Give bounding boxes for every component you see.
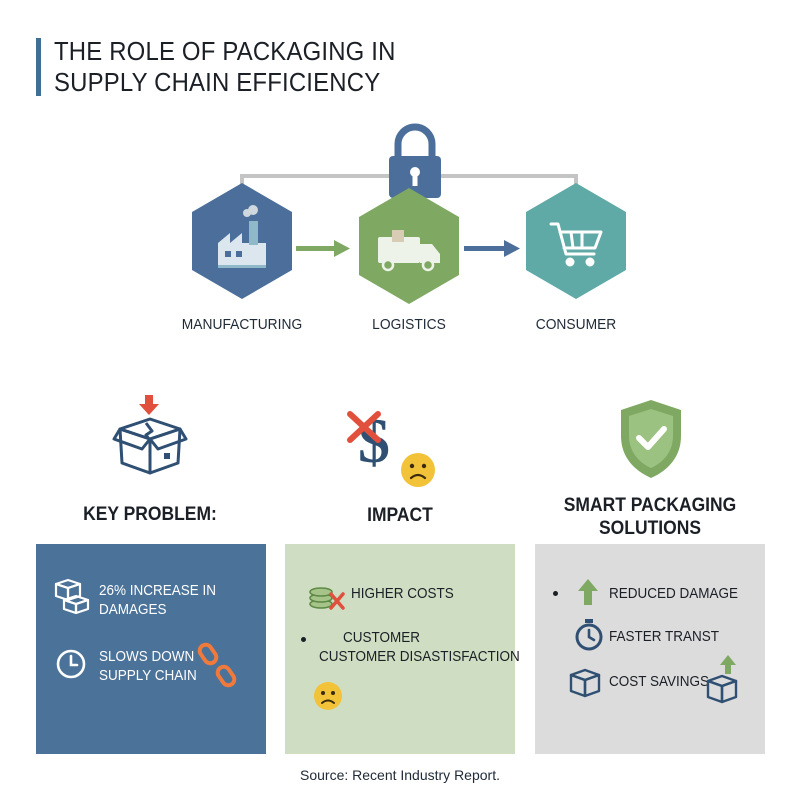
title-line-1: THE ROLE OF PACKAGING IN bbox=[54, 36, 396, 66]
supply-chain-flow bbox=[192, 123, 626, 304]
source-note: Source: Recent Industry Report. bbox=[300, 767, 500, 783]
impact-customer-line-2: CUSTOMER DISASTISFACTION bbox=[319, 648, 520, 665]
heading-smart-packaging-line-2: SOLUTIONS bbox=[599, 518, 701, 539]
flow-arrow-1 bbox=[296, 240, 350, 257]
solution-faster-transit: FASTER TRANST bbox=[609, 628, 720, 645]
stage-label-consumer: CONSUMER bbox=[535, 316, 617, 333]
box-icon bbox=[569, 668, 601, 698]
dollar-sad-icon: $ bbox=[347, 405, 435, 487]
problem-slows-text: SLOWS DOWN SUPPLY CHAIN bbox=[99, 647, 197, 685]
page-title: THE ROLE OF PACKAGING IN SUPPLY CHAIN EF… bbox=[54, 36, 396, 98]
shield-check-icon bbox=[621, 400, 681, 478]
impact-customer-line-1: CUSTOMER bbox=[343, 629, 421, 646]
stopwatch-icon bbox=[575, 619, 603, 651]
panel-solutions: REDUCED DAMAGE FASTER TRANST COST SAVING… bbox=[535, 544, 765, 754]
sad-face-icon bbox=[314, 682, 342, 710]
padlock-icon bbox=[389, 123, 441, 198]
stage-manufacturing bbox=[192, 183, 292, 299]
problem-damages-text-line-1: 26% INCREASE IN bbox=[99, 582, 217, 599]
broken-boxes-icon bbox=[54, 578, 90, 614]
problem-slows-text-line-1: SLOWS DOWN bbox=[99, 648, 195, 665]
factory-icon bbox=[218, 205, 266, 268]
truck-icon bbox=[378, 230, 440, 272]
heading-impact: IMPACT bbox=[367, 505, 433, 526]
clock-icon bbox=[56, 649, 86, 679]
impact-higher-costs: HIGHER COSTS bbox=[351, 585, 454, 602]
shopping-cart-icon bbox=[549, 222, 603, 267]
impact-bullet bbox=[301, 637, 306, 642]
solution-cost-savings: COST SAVINGS bbox=[609, 673, 710, 690]
problem-slows-text-line-2: SUPPLY CHAIN bbox=[99, 667, 197, 684]
stage-label-logistics: LOGISTICS bbox=[372, 316, 446, 333]
heading-smart-packaging-line-1: SMART PACKAGING bbox=[563, 495, 737, 516]
solutions-bullet bbox=[553, 591, 558, 596]
flow-arrow-2 bbox=[464, 240, 520, 257]
heading-key-problem: KEY PROBLEM: bbox=[83, 504, 217, 525]
panel-impact: HIGHER COSTS CUSTOMER CUSTOMER DISASTISF… bbox=[285, 544, 520, 754]
solution-reduced-damage: REDUCED DAMAGE bbox=[609, 585, 739, 602]
broken-chain-icon bbox=[197, 642, 237, 688]
coins-cross-icon bbox=[309, 587, 345, 610]
title-line-2: SUPPLY CHAIN EFFICIENCY bbox=[54, 67, 381, 97]
heading-smart-packaging: SMART PACKAGING SOLUTIONS bbox=[540, 494, 761, 540]
panel-key-problem: 26% INCREASE IN DAMAGES SLOWS DOWN SUPPLY … bbox=[36, 544, 266, 754]
stage-label-manufacturing: MANUFACTURING bbox=[181, 316, 303, 333]
problem-damages-text-line-2: DAMAGES bbox=[99, 601, 167, 618]
arrow-up-icon bbox=[578, 579, 598, 605]
problem-damages-text: 26% INCREASE IN DAMAGES bbox=[99, 581, 216, 619]
damaged-box-icon bbox=[112, 395, 188, 475]
title-accent-bar bbox=[36, 38, 41, 96]
box-arrow-up-icon bbox=[706, 655, 738, 704]
stage-consumer bbox=[526, 183, 626, 299]
stage-logistics bbox=[359, 188, 459, 304]
